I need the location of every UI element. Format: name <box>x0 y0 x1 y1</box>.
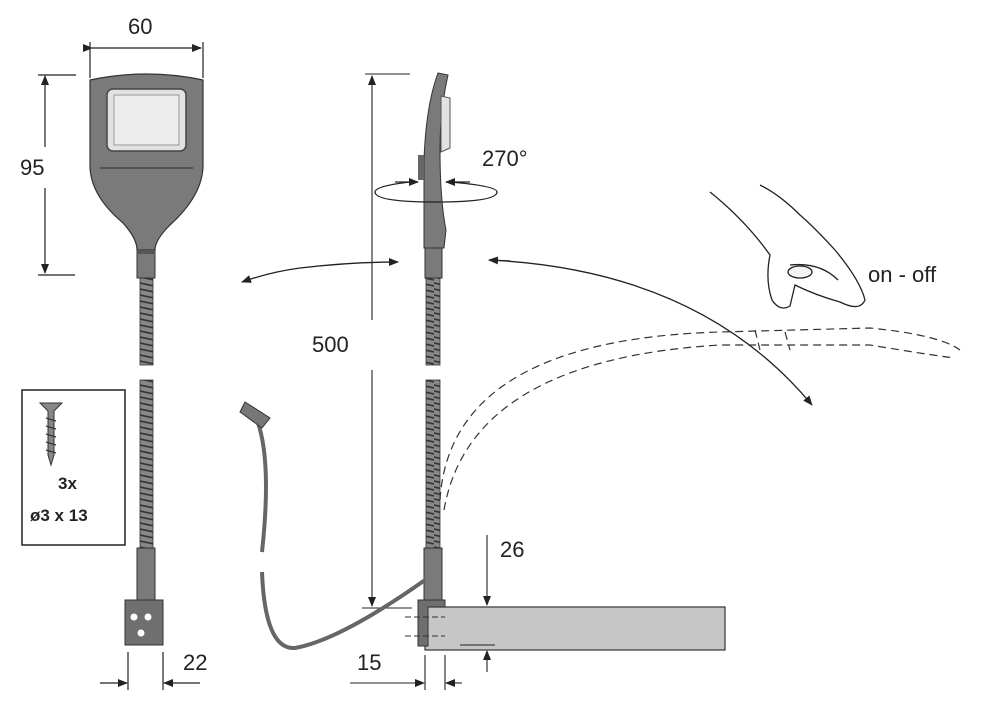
hand-icon <box>709 184 866 309</box>
cable <box>239 401 427 650</box>
swing-arrows <box>241 256 813 406</box>
board <box>424 606 726 651</box>
gooseneck <box>139 277 154 366</box>
board-thickness-label: 26 <box>500 537 525 562</box>
screw-quantity: 3x <box>58 474 77 493</box>
switch-label: on - off <box>868 262 937 287</box>
length-label: 500 <box>312 332 349 357</box>
side-view <box>405 72 726 651</box>
cable-clip <box>239 401 271 429</box>
rotation-indicator <box>374 178 498 203</box>
base-plate <box>124 599 164 646</box>
dimension-length <box>362 73 412 609</box>
dimension-width <box>83 42 204 78</box>
rotation-label: 270° <box>482 146 528 171</box>
neck-side <box>424 247 443 279</box>
screw-box <box>21 389 126 546</box>
screw-size: ø3 x 13 <box>30 506 88 525</box>
width-label: 60 <box>128 14 153 39</box>
neck <box>136 249 156 279</box>
clamp-bracket <box>417 599 446 647</box>
dimension-offset <box>350 655 462 690</box>
base-width-label: 22 <box>183 650 208 675</box>
bent-gooseneck-outline <box>439 327 961 511</box>
front-view <box>89 73 204 646</box>
dimension-board-thickness <box>460 535 495 672</box>
dimension-base-width <box>100 652 200 690</box>
lower-collar <box>136 547 156 601</box>
dimension-height <box>38 74 76 276</box>
height-label: 95 <box>20 155 45 180</box>
offset-label: 15 <box>357 650 382 675</box>
